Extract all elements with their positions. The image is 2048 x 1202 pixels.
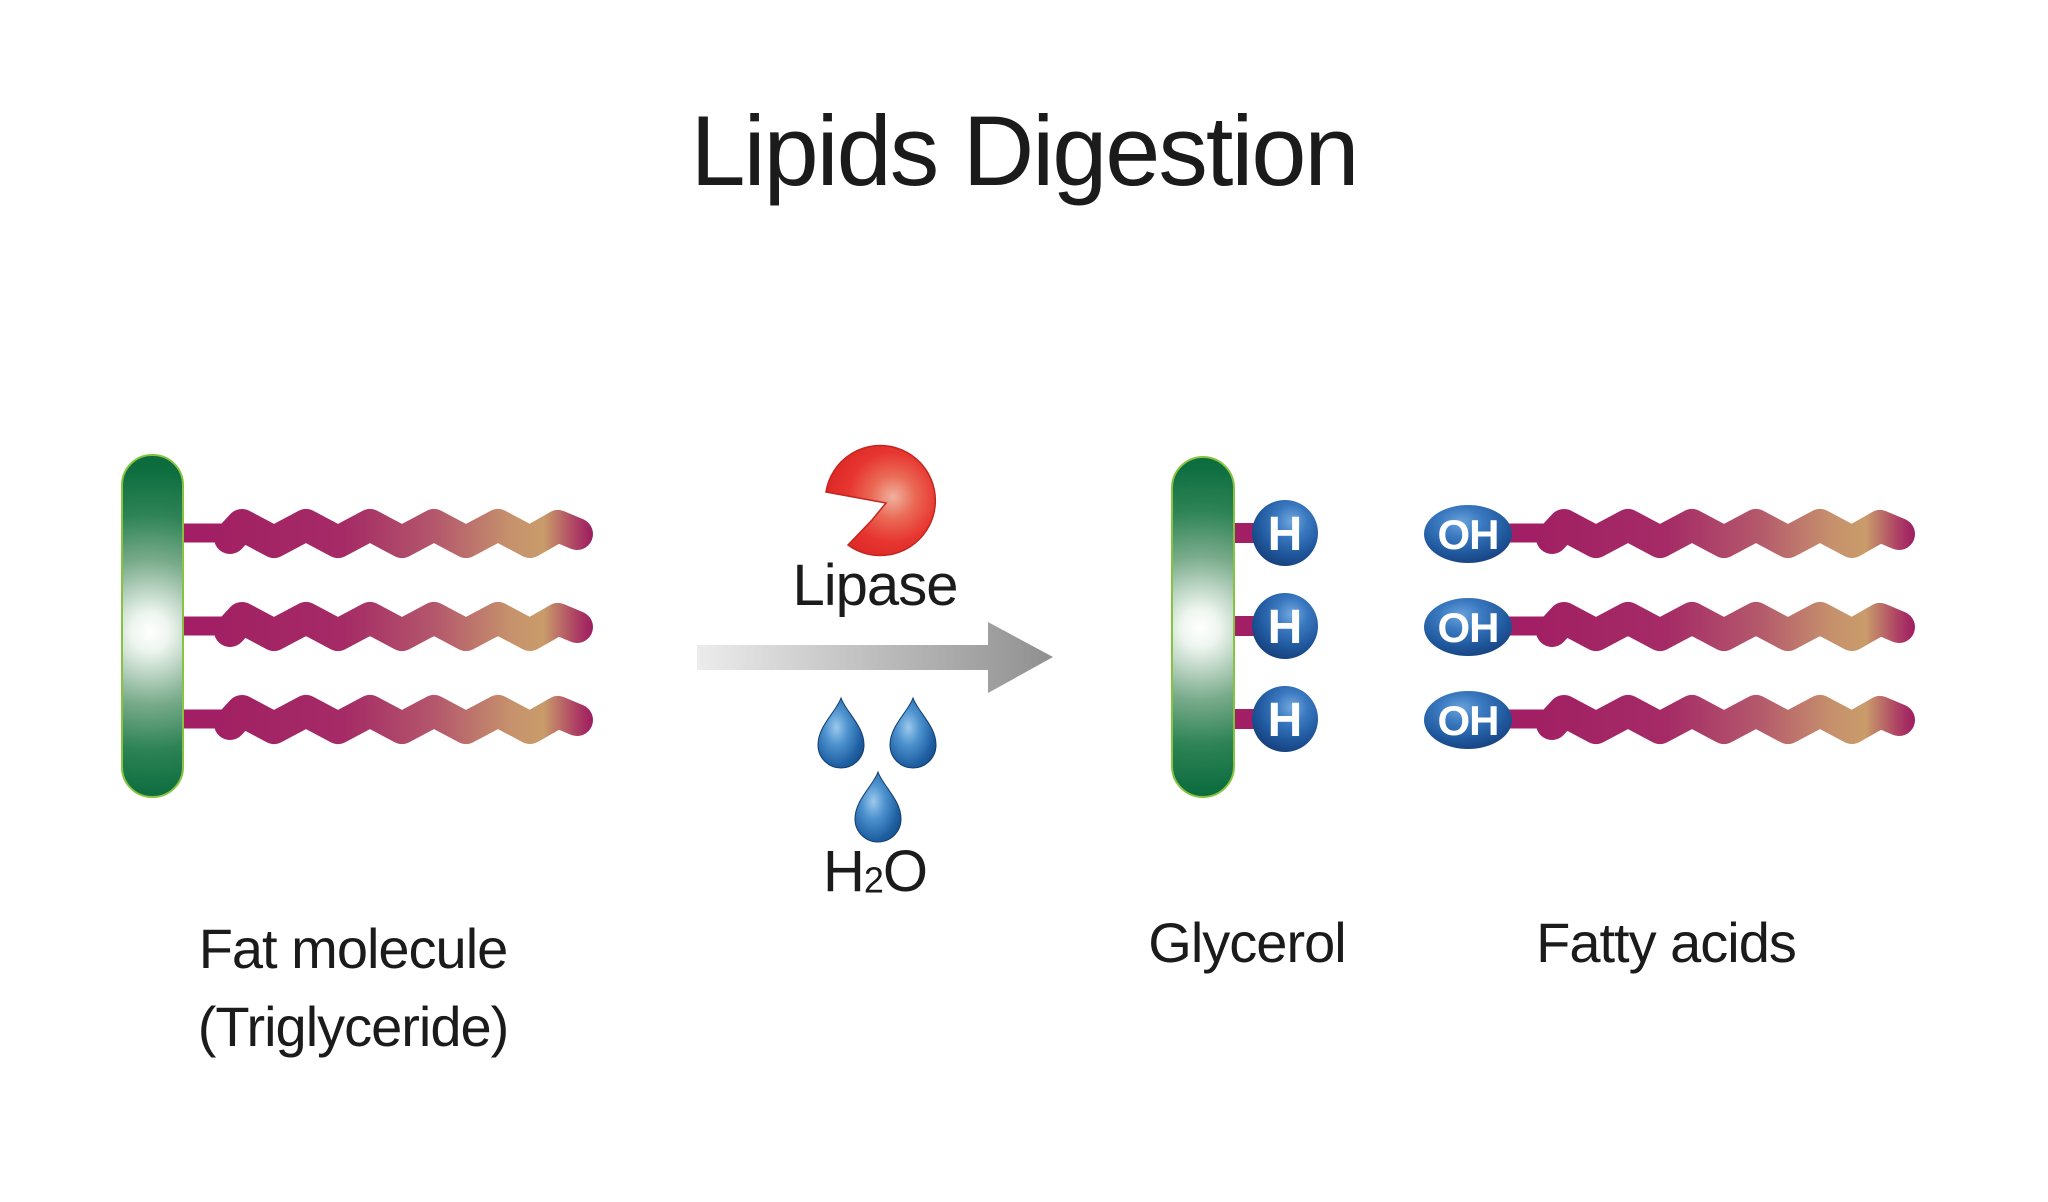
hydrogen-atoms: H H H [1252, 500, 1318, 752]
fatty-chain [214, 602, 593, 651]
hydrogen-label: H [1268, 601, 1303, 654]
hydrogen-sphere [1252, 686, 1318, 752]
hydroxyl-groups: OH OH OH [1424, 505, 1512, 749]
hydrogen-sphere [1252, 500, 1318, 566]
water-droplet-icon [889, 697, 937, 769]
fat-molecule-label-line1: Fat molecule [198, 917, 509, 980]
hydroxyl-label: OH [1438, 697, 1499, 744]
glycerol-backbone [121, 454, 184, 798]
water-label: H2O [675, 838, 1075, 905]
lipase-label: Lipase [792, 553, 959, 618]
triglyceride-fatty-chains [214, 509, 593, 744]
fatty-chain [214, 509, 593, 558]
fatty-acids-graphic: OH OH OH [1424, 505, 1915, 749]
fatty-chain [1536, 509, 1915, 558]
glycerol-label: Glycerol [1148, 911, 1346, 974]
hydroxyl-oval [1424, 691, 1512, 749]
hydroxyl-oval [1424, 505, 1512, 563]
fatty-chain [1536, 602, 1915, 651]
hydroxyl-label: OH [1438, 511, 1499, 558]
fat-molecule-label-line2: (Triglyceride) [197, 995, 510, 1058]
fatty-acids-label: Fatty acids [1536, 911, 1797, 974]
water-o: O [882, 839, 928, 904]
page-title: Lipids Digestion [690, 95, 1360, 206]
fatty-acid-chains [1536, 509, 1915, 744]
hydroxyl-oval [1424, 598, 1512, 656]
fatty-chain [1536, 695, 1915, 744]
hydroxyl-label: OH [1438, 604, 1499, 651]
fat-molecule-label: Fat molecule (Triglyceride) [103, 910, 603, 1066]
glycerol-backbone [1171, 456, 1235, 798]
hydrogen-label: H [1268, 694, 1303, 747]
water-droplets [817, 697, 937, 843]
water-h: H [822, 839, 865, 904]
glycerol-graphic: H H H [1171, 456, 1318, 798]
water-subscript: 2 [863, 859, 884, 901]
fat-molecule-graphic [121, 454, 593, 798]
hydrogen-label: H [1268, 508, 1303, 561]
hydrogen-sphere [1252, 593, 1318, 659]
reaction-arrow [697, 622, 1053, 693]
reaction-graphic [697, 444, 1053, 843]
water-droplet-icon [817, 697, 865, 769]
water-droplet-icon [854, 771, 902, 843]
fatty-chain [214, 695, 593, 744]
lipase-enzyme-icon [825, 444, 937, 557]
